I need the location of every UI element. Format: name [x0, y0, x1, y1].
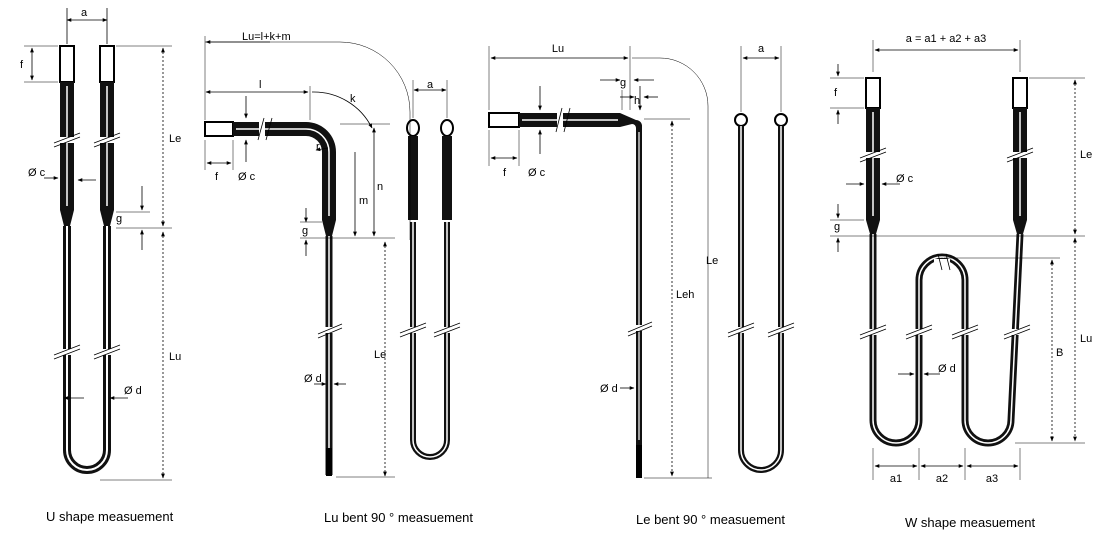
u-label-g: g — [116, 213, 122, 225]
le-label-phi-d: Ø d — [600, 383, 618, 395]
u-label-a: a — [81, 7, 88, 19]
w-label-f: f — [834, 87, 838, 99]
u-label-lu: Lu — [169, 351, 181, 363]
lu-label-phi-d: Ø d — [304, 373, 322, 385]
le-bent-figure — [488, 46, 795, 479]
w-label-a2: a2 — [936, 473, 948, 485]
caption-u-shape: U shape measuement — [46, 509, 174, 524]
w-label-formula: a = a1 + a2 + a3 — [906, 33, 986, 45]
le-label-h: h — [634, 95, 640, 107]
w-label-a3: a3 — [986, 473, 998, 485]
le-label-phi-c: Ø c — [528, 167, 546, 179]
le-label-leh: Leh — [676, 289, 694, 301]
w-label-phi-c: Ø c — [896, 173, 914, 185]
lu-label-le: Le — [374, 349, 386, 361]
u-label-phi-c: Ø c — [28, 167, 46, 179]
le-label-lu: Lu — [552, 43, 564, 55]
w-label-b: B — [1056, 347, 1063, 359]
lu-label-a: a — [427, 79, 434, 91]
w-label-lu: Lu — [1080, 333, 1092, 345]
u-label-phi-d: Ø d — [124, 385, 142, 397]
w-label-a1: a1 — [890, 473, 902, 485]
lu-label-phi-c: Ø c — [238, 171, 256, 183]
caption-w-shape: W shape measuement — [905, 515, 1036, 530]
le-label-g: g — [620, 77, 626, 89]
caption-le-bent: Le bent 90 ° measuement — [636, 512, 786, 527]
lu-label-n: n — [377, 181, 383, 193]
w-label-g: g — [834, 221, 840, 233]
lu-label-m: m — [359, 195, 368, 207]
lu-label-r: r — [316, 141, 320, 153]
lu-label-k: k — [350, 93, 356, 105]
u-shape-figure — [24, 8, 172, 481]
le-label-f: f — [503, 167, 507, 179]
dimension-labels: a f Ø c Le g Lu Ø d Lu=l+k+m l k r n m f… — [20, 7, 1092, 485]
le-label-a: a — [758, 43, 765, 55]
lu-label-f: f — [215, 171, 219, 183]
le-label-le: Le — [706, 255, 718, 267]
w-label-le: Le — [1080, 149, 1092, 161]
lu-label-g: g — [302, 225, 308, 237]
caption-lu-bent: Lu bent 90 ° measuement — [324, 510, 474, 525]
w-label-phi-d: Ø d — [938, 363, 956, 375]
w-shape-figure — [830, 40, 1085, 480]
lu-bent-figure — [204, 36, 461, 478]
lu-label-formula: Lu=l+k+m — [242, 31, 291, 43]
u-label-le: Le — [169, 133, 181, 145]
u-label-f: f — [20, 59, 24, 71]
lu-label-l: l — [259, 79, 261, 91]
